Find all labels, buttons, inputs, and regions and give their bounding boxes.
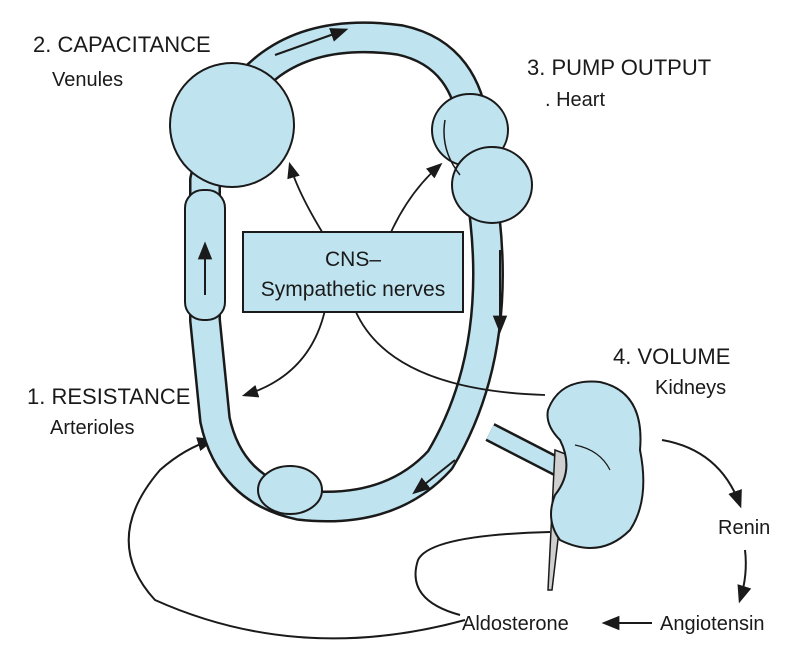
pump-output-sublabel: . Heart bbox=[545, 89, 605, 111]
resistance-sublabel: Arterioles bbox=[50, 417, 134, 439]
cns-label-line1: CNS– bbox=[325, 248, 381, 271]
volume-label: 4. VOLUME bbox=[613, 344, 730, 369]
renin-to-angiotensin-arrow bbox=[740, 550, 746, 600]
heart-shape bbox=[432, 94, 532, 223]
kidney-to-renin-arrow bbox=[662, 440, 740, 505]
aldosterone-label: Aldosterone bbox=[462, 613, 569, 635]
capillary-bulge bbox=[258, 466, 322, 514]
venule-bulge bbox=[170, 63, 294, 187]
angiotensin-label: Angiotensin bbox=[660, 613, 765, 635]
cns-label-line2: Sympathetic nerves bbox=[261, 278, 445, 301]
volume-sublabel: Kidneys bbox=[655, 377, 726, 399]
renin-label: Renin bbox=[718, 517, 770, 539]
resistance-label: 1. RESISTANCE bbox=[27, 384, 190, 409]
aldosterone-to-kidney-line bbox=[416, 532, 550, 615]
capacitance-label: 2. CAPACITANCE bbox=[33, 32, 211, 57]
pump-output-label: 3. PUMP OUTPUT bbox=[527, 55, 711, 80]
capacitance-sublabel: Venules bbox=[52, 69, 123, 91]
